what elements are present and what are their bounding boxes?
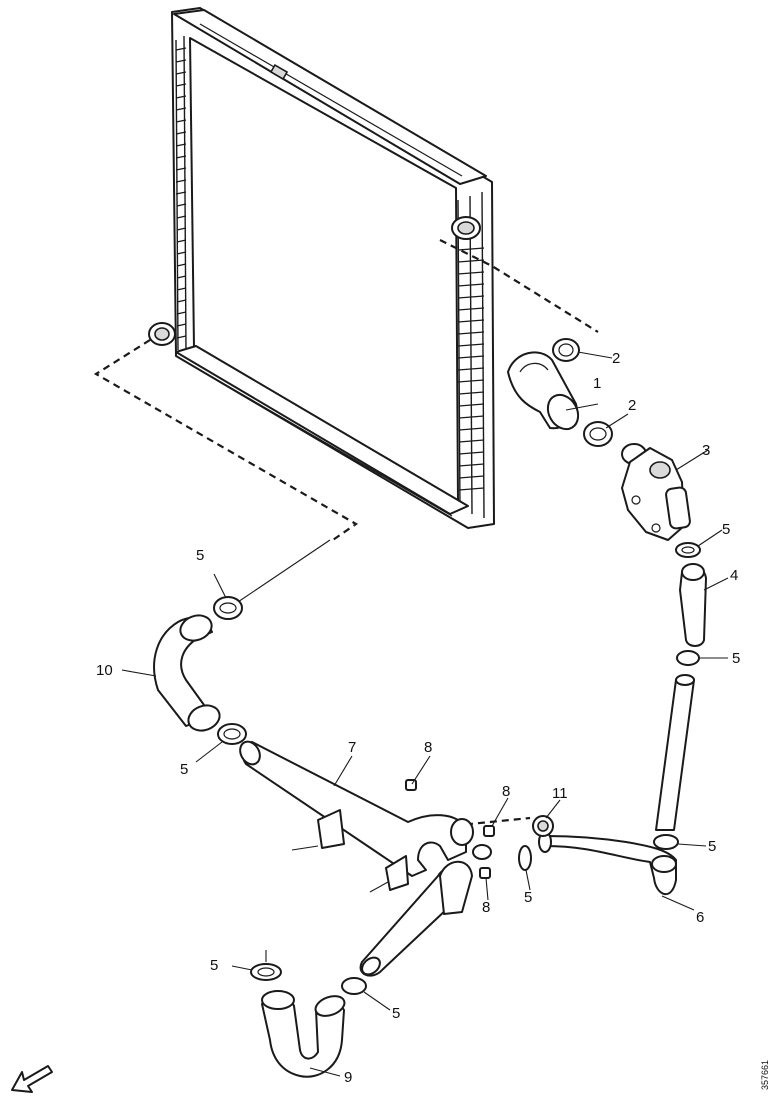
hose-6 <box>538 831 677 895</box>
clip-8-lower <box>479 867 491 879</box>
callout-7: 7 <box>348 739 356 756</box>
hose-9 <box>261 990 346 1078</box>
direction-arrow-icon <box>11 1065 53 1093</box>
pipe-long-right <box>655 674 695 831</box>
hose-clamp-5-hose10-top <box>213 596 243 620</box>
hose-clamp-5-hose4 <box>676 650 700 666</box>
callout-5-hose9-right: 5 <box>392 1005 400 1022</box>
callout-5-pipe: 5 <box>708 838 716 855</box>
bleed-nipple-11 <box>532 815 554 837</box>
hose-clamp-5-thermostat <box>675 542 701 558</box>
pipe-7 <box>239 740 474 891</box>
callout-8-upper: 8 <box>424 739 432 756</box>
callout-2-lower: 2 <box>628 397 636 414</box>
callout-2-upper: 2 <box>612 350 620 367</box>
hose-clamp-2-upper <box>552 338 580 362</box>
callout-1: 1 <box>593 375 601 392</box>
hose-clamp-5-hose9-left <box>250 963 282 981</box>
callout-5-hose9-left: 5 <box>210 957 218 974</box>
callout-4: 4 <box>730 567 738 584</box>
callout-8-middle: 8 <box>502 783 510 800</box>
pipe-lower <box>359 844 492 977</box>
callout-10: 10 <box>96 662 113 679</box>
callout-8-lower: 8 <box>482 899 490 916</box>
callout-5-hose10-top: 5 <box>196 547 204 564</box>
hose-clamp-5-pipe <box>653 834 679 850</box>
callout-5-thermostat: 5 <box>722 521 730 538</box>
thermostat-housing-3 <box>621 443 691 541</box>
clip-8-middle <box>483 825 495 837</box>
callout-5-hose6: 5 <box>524 889 532 906</box>
hose-clamp-2-lower <box>583 421 613 447</box>
upper-hose-1 <box>507 351 580 431</box>
document-id: 357661 <box>760 1060 770 1090</box>
callout-leaders <box>121 351 729 1077</box>
callout-3: 3 <box>702 442 710 459</box>
callout-6: 6 <box>696 909 704 926</box>
hose-10 <box>153 614 221 732</box>
hose-clamp-5-hose6 <box>518 845 532 871</box>
callout-11: 11 <box>552 785 568 802</box>
callout-5-hose4: 5 <box>732 650 740 667</box>
hose-clamp-5-hose10-bottom <box>217 723 247 745</box>
callout-labels: 1 2 2 3 4 5 5 5 5 5 5 5 5 6 7 8 8 8 9 10… <box>96 350 740 1086</box>
callout-5-hose10-bottom: 5 <box>180 761 188 778</box>
callout-9: 9 <box>344 1069 352 1086</box>
hose-4 <box>679 563 707 647</box>
clip-8-upper <box>405 779 417 791</box>
radiator <box>148 7 495 529</box>
hose-clamp-5-hose9-right <box>341 977 367 995</box>
